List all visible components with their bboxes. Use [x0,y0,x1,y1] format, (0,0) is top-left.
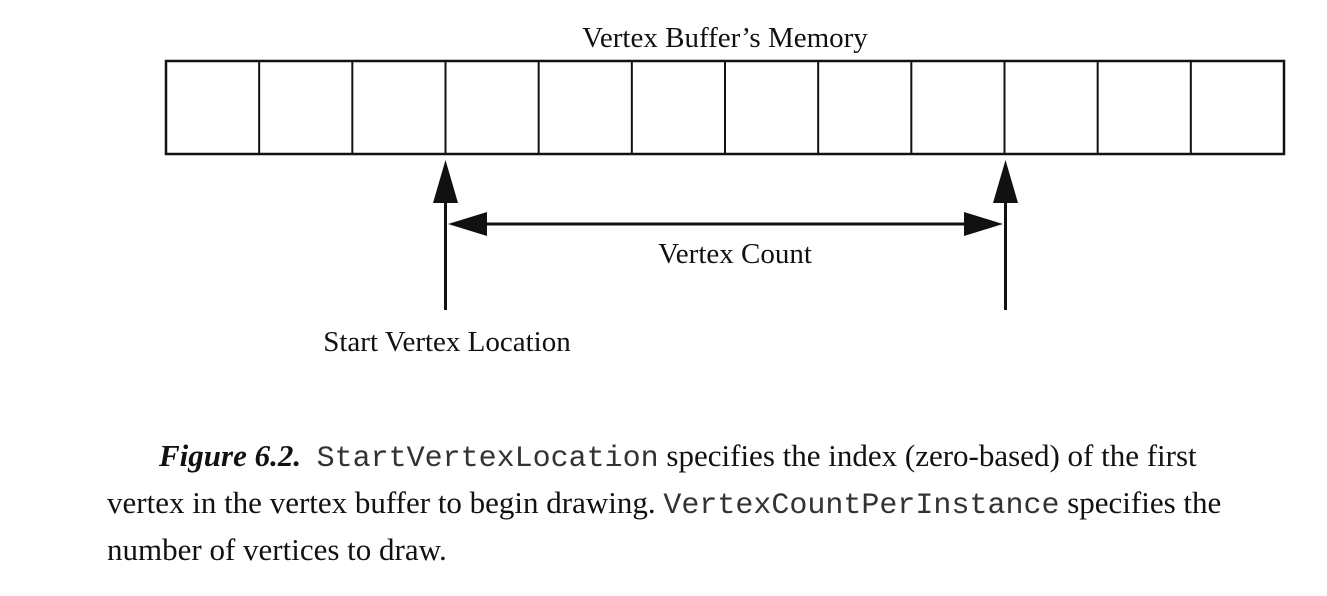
vertex-count-label: Vertex Count [658,238,812,270]
start-vertex-arrow [433,160,458,310]
figure-label: Figure 6.2. [159,438,302,473]
buffer-cells [164,59,1286,156]
caption-text-1: specifies the index (zero-based) of the … [107,438,1197,520]
buffer-title: Vertex Buffer’s Memory [582,22,868,54]
start-vertex-label: Start Vertex Location [323,326,571,358]
caption-text-2: specifies the number of vertices to draw… [107,485,1222,567]
figure-caption: Figure 6.2. StartVertexLocation specifie… [107,434,1277,571]
code-start-vertex-location: StartVertexLocation [316,442,659,476]
code-vertex-count-per-instance: VertexCountPerInstance [663,489,1060,523]
end-vertex-arrow [993,160,1018,310]
vertex-count-arrow [448,212,1003,236]
vertex-buffer-diagram: Vertex Buffer’s Memory Vertex Count Star… [164,22,1286,358]
